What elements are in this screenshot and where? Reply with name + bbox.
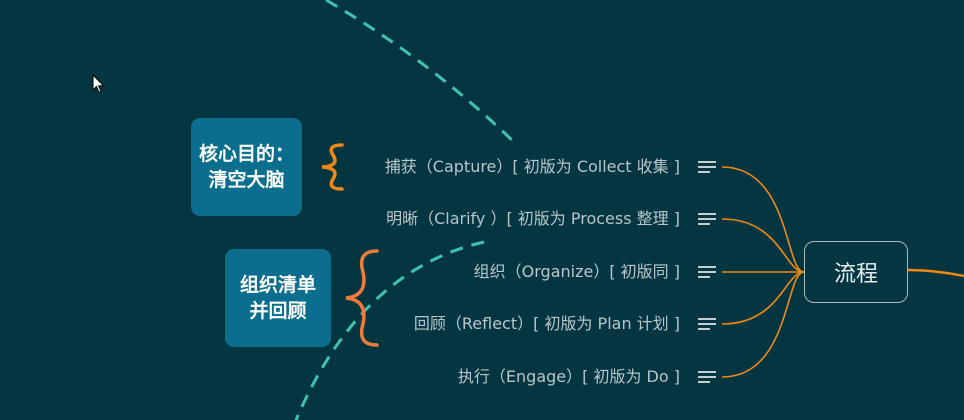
callout-organize-review-text: 组织清单并回顾	[239, 274, 316, 322]
note-icon[interactable]	[698, 370, 716, 384]
central-topic[interactable]: 流程	[804, 241, 908, 303]
branch-connector-4	[721, 271, 805, 325]
branch-label: 组织（Organize）[ 初版同 ]	[473, 262, 680, 281]
note-icon[interactable]	[698, 160, 716, 174]
callout-organize-review[interactable]: 组织清单并回顾	[225, 249, 331, 347]
callout-core-purpose-text: 核心目的：清空大脑	[199, 143, 295, 191]
central-topic-label: 流程	[833, 262, 878, 287]
branch-connector-1	[721, 166, 805, 273]
summary-brace-1	[321, 143, 344, 191]
note-icon[interactable]	[698, 212, 716, 226]
summary-brace-2	[345, 249, 379, 347]
branch-connector-2	[721, 218, 805, 273]
callout-core-purpose[interactable]: 核心目的：清空大脑	[191, 118, 302, 216]
branch-label: 回顾（Reflect）[ 初版为 Plan 计划 ]	[413, 314, 680, 333]
branch-topic-engage[interactable]: 执行（Engage）[ 初版为 Do ]	[458, 364, 680, 390]
branch-connector-5	[721, 271, 805, 378]
note-icon[interactable]	[698, 265, 716, 279]
branch-label: 明晰（Clarify ）[ 初版为 Process 整理 ]	[386, 209, 680, 228]
cursor-icon	[92, 74, 105, 94]
branch-topic-capture[interactable]: 捕获（Capture）[ 初版为 Collect 收集 ]	[385, 154, 680, 180]
branch-topic-reflect[interactable]: 回顾（Reflect）[ 初版为 Plan 计划 ]	[414, 311, 680, 337]
outgoing-connector	[907, 268, 964, 278]
dashed-connector-top	[325, 0, 520, 148]
dashed-connector-bottom	[294, 240, 485, 420]
branch-label: 执行（Engage）[ 初版为 Do ]	[457, 367, 680, 386]
branch-label: 捕获（Capture）[ 初版为 Collect 收集 ]	[384, 157, 680, 176]
branch-topic-organize[interactable]: 组织（Organize）[ 初版同 ]	[474, 259, 680, 285]
note-icon[interactable]	[698, 317, 716, 331]
branch-topic-clarify[interactable]: 明晰（Clarify ）[ 初版为 Process 整理 ]	[386, 206, 680, 232]
